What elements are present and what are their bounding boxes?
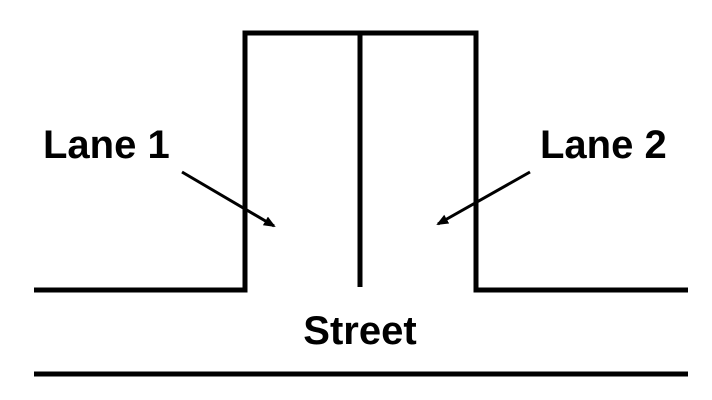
street-label: Street	[303, 309, 416, 353]
lane-2-label: Lane 2	[540, 123, 667, 167]
lane-1-label: Lane 1	[43, 123, 170, 167]
lane-1-arrow	[181, 170, 276, 228]
lane-2-arrow	[436, 170, 531, 226]
